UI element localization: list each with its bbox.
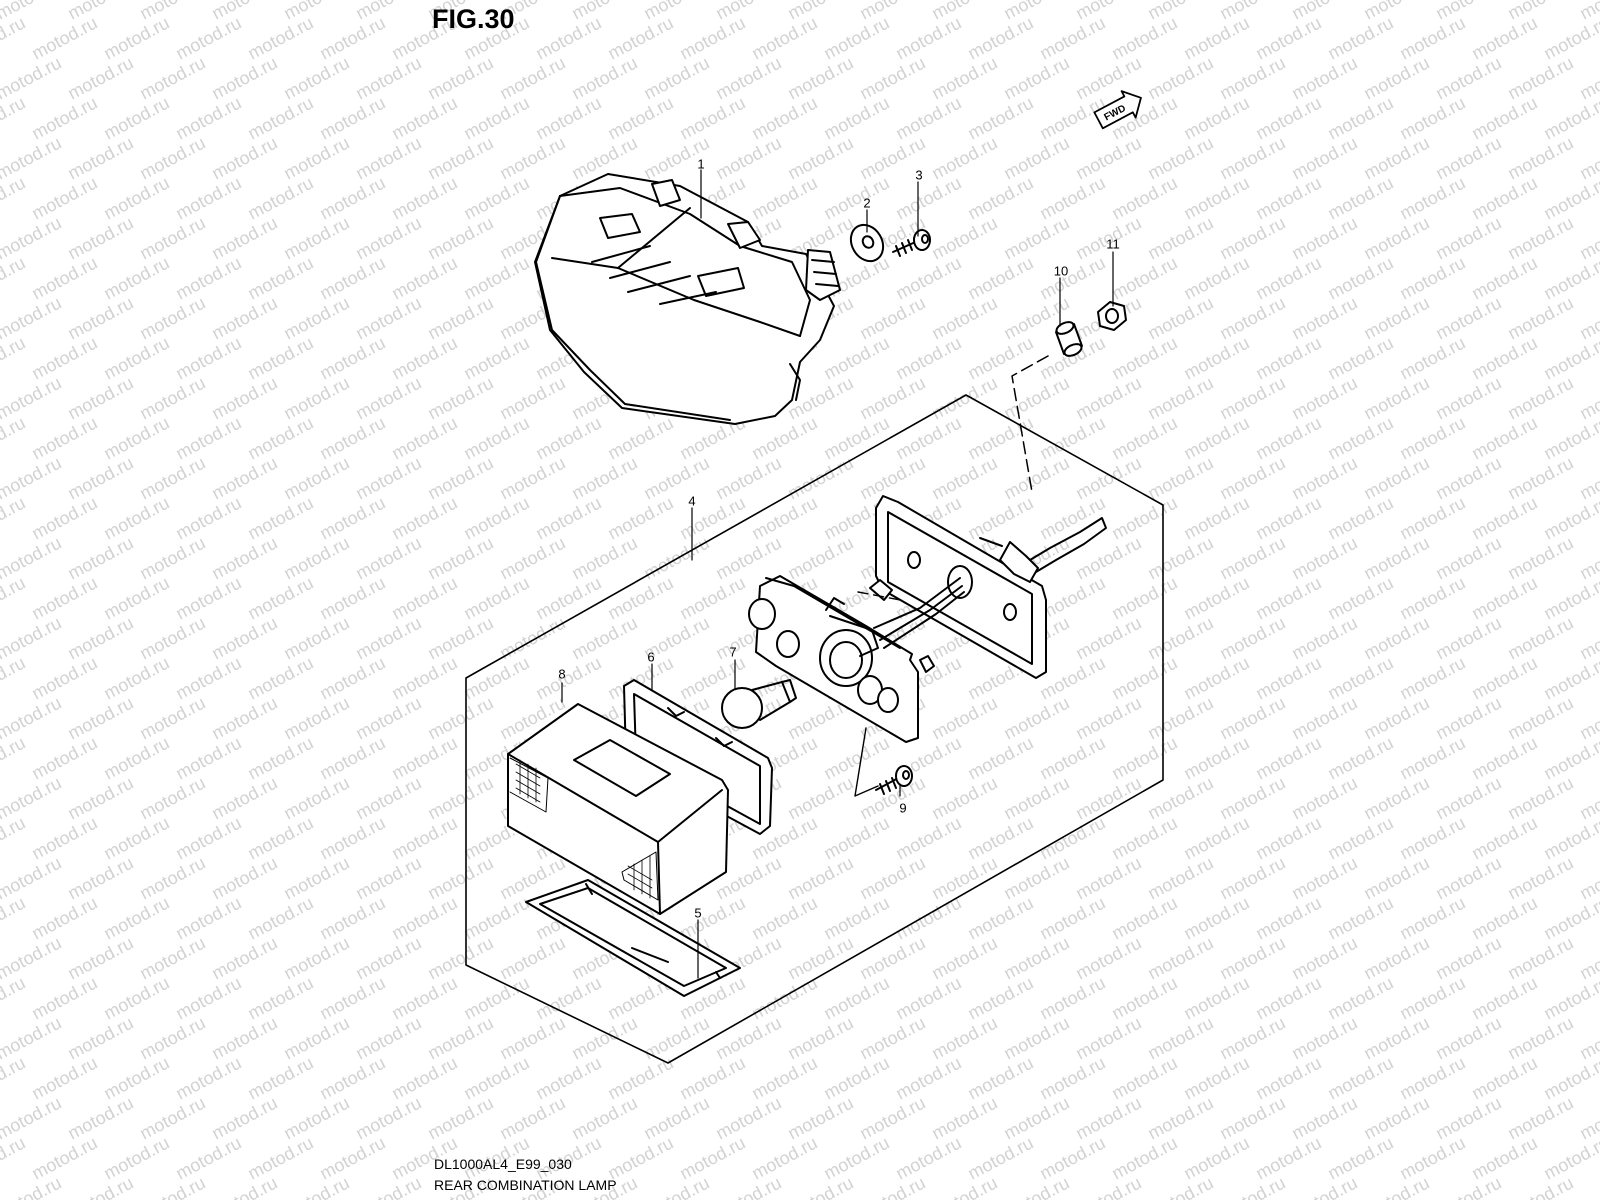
leader-collar xyxy=(1011,355,1049,493)
part-number-4: 4 xyxy=(688,493,696,509)
reflector-plate xyxy=(525,879,741,997)
diagram-name: REAR COMBINATION LAMP xyxy=(434,1177,617,1193)
leader-screw-9 xyxy=(854,727,879,797)
parts-kit-box xyxy=(465,394,1164,1064)
fwd-arrow-tag: FWD xyxy=(1093,90,1142,130)
part-number-1: 1 xyxy=(697,156,705,172)
bulb-socket-assembly xyxy=(748,575,965,743)
part-number-8: 8 xyxy=(558,666,566,682)
washer xyxy=(849,223,885,263)
rear-combination-lamp-assembly xyxy=(534,173,841,425)
collar xyxy=(1055,321,1083,357)
part-number-6: 6 xyxy=(647,649,655,665)
part-number-9: 9 xyxy=(899,800,907,816)
screw-top xyxy=(892,229,931,257)
lens xyxy=(507,703,729,915)
bulb xyxy=(721,679,797,729)
screw-bottom xyxy=(875,765,913,795)
part-number-5: 5 xyxy=(694,905,702,921)
part-number-11: 11 xyxy=(1106,236,1120,252)
diagram-code: DL1000AL4_E99_030 xyxy=(434,1156,572,1172)
watermark-text: motod.ru xyxy=(1576,0,1600,24)
part-number-10: 10 xyxy=(1053,263,1069,279)
part-number-7: 7 xyxy=(729,644,737,660)
figure-title: FIG.30 xyxy=(432,4,515,34)
part-number-2: 2 xyxy=(863,195,871,211)
nut xyxy=(1097,301,1127,331)
part-number-3: 3 xyxy=(915,167,923,183)
lamp-base-plate xyxy=(875,495,1107,679)
part-leaders xyxy=(561,169,1114,979)
